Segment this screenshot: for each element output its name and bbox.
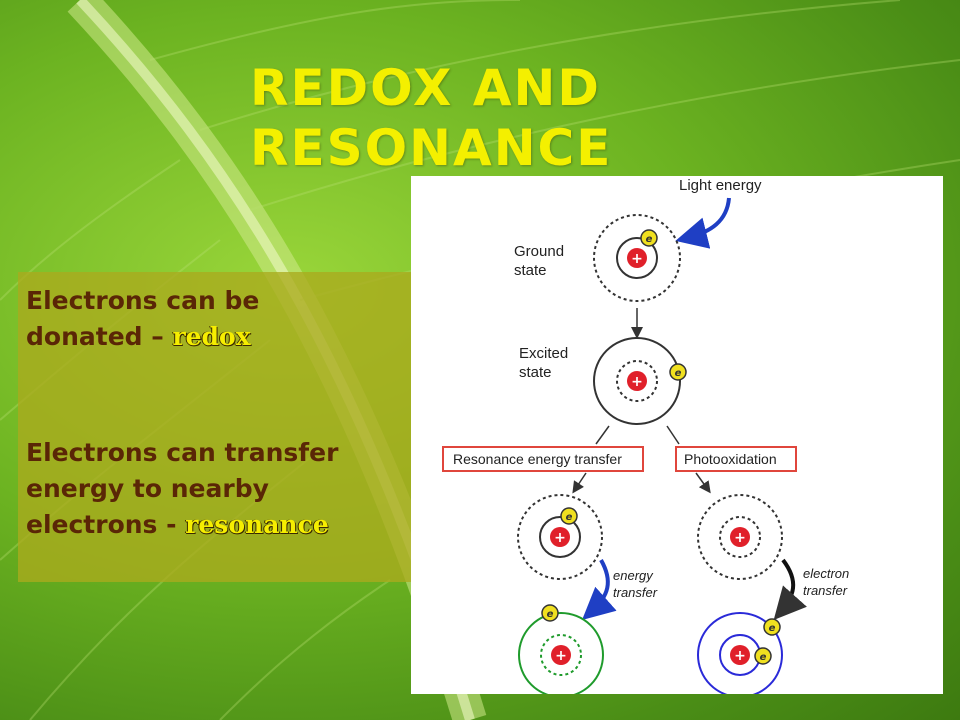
electron-symbol-6: e: [760, 652, 767, 663]
branch-left-line: [595, 425, 610, 445]
energy-transfer-label-1: energy: [613, 568, 654, 583]
electron-symbol-3: e: [566, 512, 573, 523]
ground-state-label-1: Ground: [514, 243, 564, 260]
nucleus-plus-5: +: [555, 648, 567, 664]
keyword-redox: redox: [172, 322, 251, 351]
photooxidation-donor-atom: +: [697, 494, 783, 580]
photooxidation-down-arrow: [695, 472, 711, 494]
ground-state-atom: + e: [593, 214, 681, 302]
keyword-resonance: resonance: [185, 510, 329, 539]
light-energy-label: Light energy: [679, 177, 762, 194]
energy-transfer-arrow: [582, 559, 617, 620]
light-energy-arrow: [675, 197, 731, 249]
resonance-transfer-box: [442, 446, 644, 472]
nucleus-plus-1: +: [631, 251, 643, 267]
nucleus-plus-4: +: [734, 530, 746, 546]
diagram-panel: Light energy Ground state + e Excited st…: [411, 176, 943, 694]
excited-state-label-2: state: [519, 364, 552, 381]
nucleus-plus-3: +: [554, 530, 566, 546]
energy-acceptor-atom: + e: [518, 604, 604, 694]
electron-symbol-2: e: [675, 368, 682, 379]
resonance-transfer-label: Resonance energy transfer: [453, 451, 622, 467]
nucleus-plus-2: +: [631, 374, 643, 390]
nucleus-plus-6: +: [734, 648, 746, 664]
point-resonance-text: Electrons can transfer energy to nearby …: [26, 438, 339, 539]
excited-state-label-1: Excited: [519, 345, 568, 362]
point-redox: Electrons can be donated – redox: [26, 283, 356, 355]
electron-acceptor-atom: + e e: [697, 612, 783, 694]
electron-symbol-5: e: [769, 623, 776, 634]
branch-right-line: [666, 425, 680, 445]
excited-state-atom: + e: [593, 337, 687, 425]
electron-symbol-4: e: [547, 609, 554, 620]
electron-transfer-arrow: [773, 558, 807, 620]
resonance-donor-atom: + e: [517, 494, 603, 580]
photooxidation-box: [675, 446, 797, 472]
slide-title: Redox and Resonance: [250, 59, 613, 177]
point-resonance: Electrons can transfer energy to nearby …: [26, 435, 396, 543]
electron-transfer-label-1: electron: [803, 566, 849, 581]
text-box: [18, 272, 413, 582]
point-redox-text: Electrons can be donated –: [26, 286, 260, 351]
ground-state-label-2: state: [514, 262, 547, 279]
resonance-down-arrow: [572, 472, 587, 494]
electron-symbol-1: e: [646, 234, 653, 245]
electron-transfer-label-2: transfer: [803, 583, 848, 598]
energy-transfer-label-2: transfer: [613, 585, 658, 600]
photooxidation-label: Photooxidation: [684, 451, 777, 467]
